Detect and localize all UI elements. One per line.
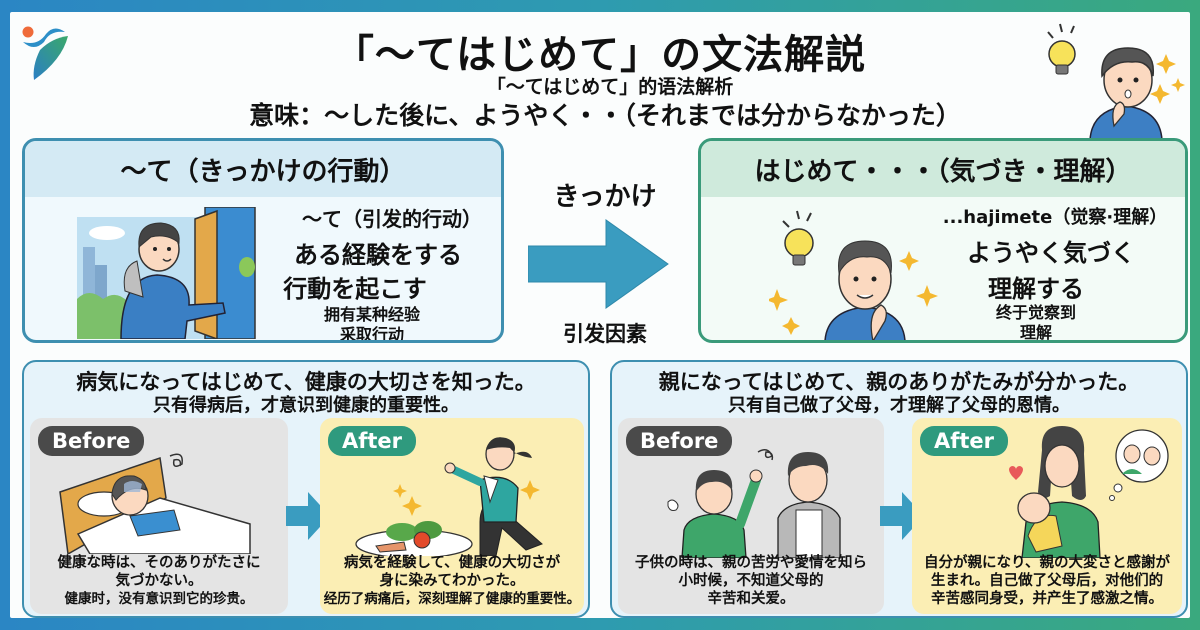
before-caption: 健康な時は、そのありがたさに 気づかない。 健康时，没有意识到它的珍贵。 <box>30 554 288 608</box>
example-illness-section: 病気になってはじめて、健康の大切さを知った。 只有得病后，才意识到健康的重要性。… <box>22 360 590 618</box>
page-subtitle-cn: 「〜てはじめて」的语法解析 <box>486 76 734 98</box>
realization-panel-heading: はじめて・・・（気づき・理解） <box>701 141 1185 197</box>
after-card: After 自分が親になり、親の大変さと感謝が 生まれ。自己做了父母后，对他们的… <box>912 418 1182 614</box>
meaning-line: 意味：〜した後に、ようやく・・（それまでは分からなかった） <box>249 101 961 130</box>
trigger-cn-1: 拥有某种经验 <box>323 305 420 324</box>
before-caption: 子供の時は、親の苦労や愛情を知ら 小时候，不知道父母的 辛苦和关爱。 <box>618 554 884 608</box>
thinking-person-illustration <box>1047 23 1185 140</box>
example-sentence-jp: 病気になってはじめて、健康の大切さを知った。 <box>76 370 536 394</box>
example-sentence-jp: 親になってはじめて、親のありがたみが分かった。 <box>658 370 1140 394</box>
trigger-cn-2: 采取行动 <box>339 325 404 343</box>
before-badge: Before <box>38 426 145 456</box>
mother-holding-baby-illustration <box>1009 426 1169 558</box>
arrow-right-icon <box>286 492 330 540</box>
before-card: Before 健康な時は、そのありがたさに 気づかない。 健康时，没有意识到它的… <box>30 418 288 614</box>
example-sentence-cn: 只有得病后，才意识到健康的重要性。 <box>153 395 459 416</box>
caption-line: 気づかない。 <box>115 573 203 589</box>
person-with-lightbulb-illustration <box>769 210 938 340</box>
caption-line: 身に染みてわかった。 <box>379 573 525 589</box>
trigger-action-panel: 〜て（きっかけの行動） 〜て（引发的行动） ある経験をする 行動を起こす 拥有某… <box>22 138 504 343</box>
jogging-woman-illustration <box>355 437 543 556</box>
brand-logo-icon <box>22 26 68 80</box>
before-card: Before 子供の時は、親の苦労や愛情を知ら 小时候，不知道父母的 辛苦和关爱… <box>618 418 884 614</box>
arrow-right-icon <box>528 219 669 309</box>
caption-line: 子供の時は、親の苦労や愛情を知ら <box>635 555 867 571</box>
connector-label-top: きっかけ <box>553 182 657 212</box>
page-title: 「〜てはじめて」の文法解説 <box>333 32 867 78</box>
child-arguing-with-father-illustration <box>667 449 841 558</box>
before-badge: Before <box>626 426 733 456</box>
caption-line: 辛苦感同身受，并产生了感激之情。 <box>931 591 1163 607</box>
example-parenthood-section: 親になってはじめて、親のありがたみが分かった。 只有自己做了父母，才理解了父母的… <box>610 360 1188 618</box>
caption-line: 生まれ。自己做了父母后，对他们的 <box>930 573 1164 589</box>
realization-line-1: ようやく気づく <box>967 239 1135 267</box>
trigger-panel-heading: 〜て（きっかけの行動） <box>25 141 501 197</box>
realization-cn-1: 终于觉察到 <box>995 303 1076 322</box>
trigger-line-1: ある経験をする <box>294 241 462 269</box>
after-badge: After <box>328 426 417 456</box>
caption-line: 小时候，不知道父母的 <box>678 573 824 589</box>
realization-line-2: 理解する <box>988 275 1084 303</box>
caption-line: 健康な時は、そのありがたさに <box>57 555 261 571</box>
caption-line: 病気を経験して、健康の大切さが <box>343 555 561 571</box>
caption-line: 经历了病痛后，深刻理解了健康的重要性。 <box>323 591 581 607</box>
realization-panel: はじめて・・・（気づき・理解） ...hajimete（觉察·理解） ようやく気… <box>698 138 1188 343</box>
after-caption: 病気を経験して、健康の大切さが 身に染みてわかった。 经历了病痛后，深刻理解了健… <box>320 554 584 608</box>
sick-person-in-bed-illustration <box>59 453 251 554</box>
realization-cn-label: ...hajimete（觉察·理解） <box>942 207 1168 228</box>
lightbulb-icon <box>1047 23 1076 75</box>
person-opening-door-illustration <box>77 207 256 339</box>
after-caption: 自分が親になり、親の大変さと感謝が 生まれ。自己做了父母后，对他们的 辛苦感同身… <box>912 554 1182 608</box>
realization-cn-2: 理解 <box>1019 323 1052 342</box>
caption-line: 健康时，没有意识到它的珍贵。 <box>64 591 254 607</box>
trigger-line-2: 行動を起こす <box>283 275 427 303</box>
after-badge: After <box>920 426 1009 456</box>
connector-label-bottom: 引发因素 <box>563 322 647 346</box>
caption-line: 辛苦和关爱。 <box>707 591 795 607</box>
caption-line: 自分が親になり、親の大変さと感謝が <box>924 555 1170 571</box>
example-sentence-cn: 只有自己做了父母，才理解了父母的恩情。 <box>728 395 1070 416</box>
trigger-cn-label: 〜て（引发的行动） <box>302 207 482 231</box>
after-card: After 病気を経験して、健康の大切さが 身に染みてわかった。 经历了病痛后，… <box>320 418 584 614</box>
